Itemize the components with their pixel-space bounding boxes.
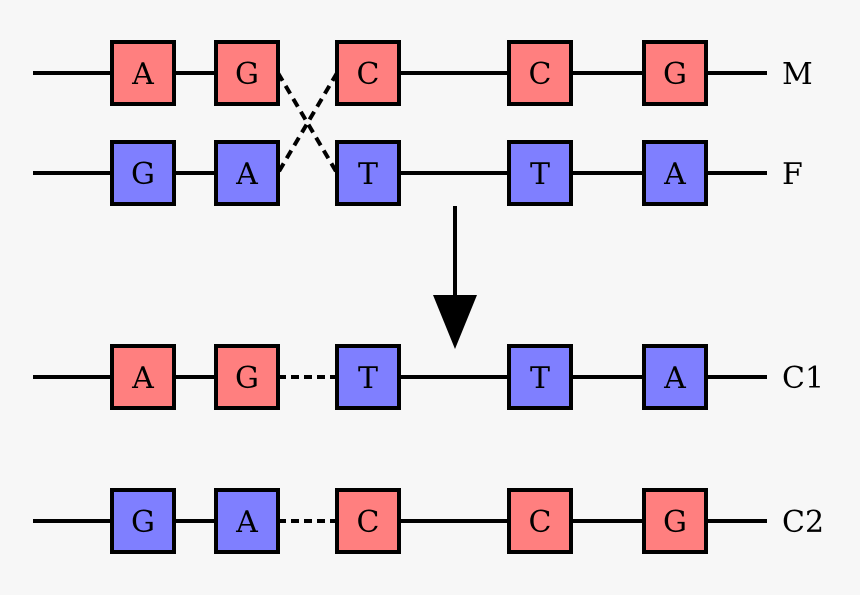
gene-box-c2-1 xyxy=(214,488,280,554)
gene-box-c2-4 xyxy=(642,488,708,554)
gene-letter-m-3: C xyxy=(529,57,552,92)
gene-box-m-0 xyxy=(110,40,176,106)
gene-letter-c1-1: G xyxy=(235,361,259,396)
gene-box-c1-0 xyxy=(110,344,176,410)
gene-letter-c2-2: C xyxy=(357,505,380,540)
gene-letter-c1-0: A xyxy=(131,361,154,396)
down-arrow-head-icon xyxy=(433,295,477,349)
gene-box-c2-2 xyxy=(335,488,401,554)
gene-letter-c2-1: A xyxy=(235,505,258,540)
gene-box-m-2 xyxy=(335,40,401,106)
gene-box-m-1 xyxy=(214,40,280,106)
gene-letter-m-2: C xyxy=(357,57,380,92)
gene-letter-c1-2: T xyxy=(358,361,378,396)
gene-box-c1-3 xyxy=(507,344,573,410)
gene-letter-m-0: A xyxy=(131,57,154,92)
chromosome-label-c1: C1 xyxy=(782,361,824,396)
gene-letter-c1-3: T xyxy=(530,361,550,396)
gene-letter-f-1: A xyxy=(235,157,258,192)
crossover-dashed-line-f-to-m xyxy=(276,71,339,175)
gene-letter-c1-4: A xyxy=(663,361,686,396)
gene-letter-c2-3: C xyxy=(529,505,552,540)
gene-box-m-3 xyxy=(507,40,573,106)
chromosome-label-f: F xyxy=(782,157,803,192)
gene-letter-m-1: G xyxy=(235,57,259,92)
gene-box-f-1 xyxy=(214,140,280,206)
gene-letter-c2-4: G xyxy=(663,505,687,540)
gene-box-c2-3 xyxy=(507,488,573,554)
gene-box-m-4 xyxy=(642,40,708,106)
gene-letter-f-0: G xyxy=(131,157,155,192)
gene-letter-f-2: T xyxy=(358,157,378,192)
gene-box-f-4 xyxy=(642,140,708,206)
chromosome-label-m: M xyxy=(782,57,813,92)
gene-box-f-3 xyxy=(507,140,573,206)
chromosome-label-c2: C2 xyxy=(782,505,824,540)
gene-box-c2-0 xyxy=(110,488,176,554)
gene-box-c1-1 xyxy=(214,344,280,410)
gene-letter-f-4: A xyxy=(663,157,686,192)
gene-box-f-0 xyxy=(110,140,176,206)
gene-letter-c2-0: G xyxy=(131,505,155,540)
gene-box-c1-4 xyxy=(642,344,708,410)
gene-box-c1-2 xyxy=(335,344,401,410)
crossover-dashed-line-m-to-f xyxy=(276,71,339,175)
gene-box-f-2 xyxy=(335,140,401,206)
gene-letter-f-3: T xyxy=(530,157,550,192)
gene-letter-m-4: G xyxy=(663,57,687,92)
